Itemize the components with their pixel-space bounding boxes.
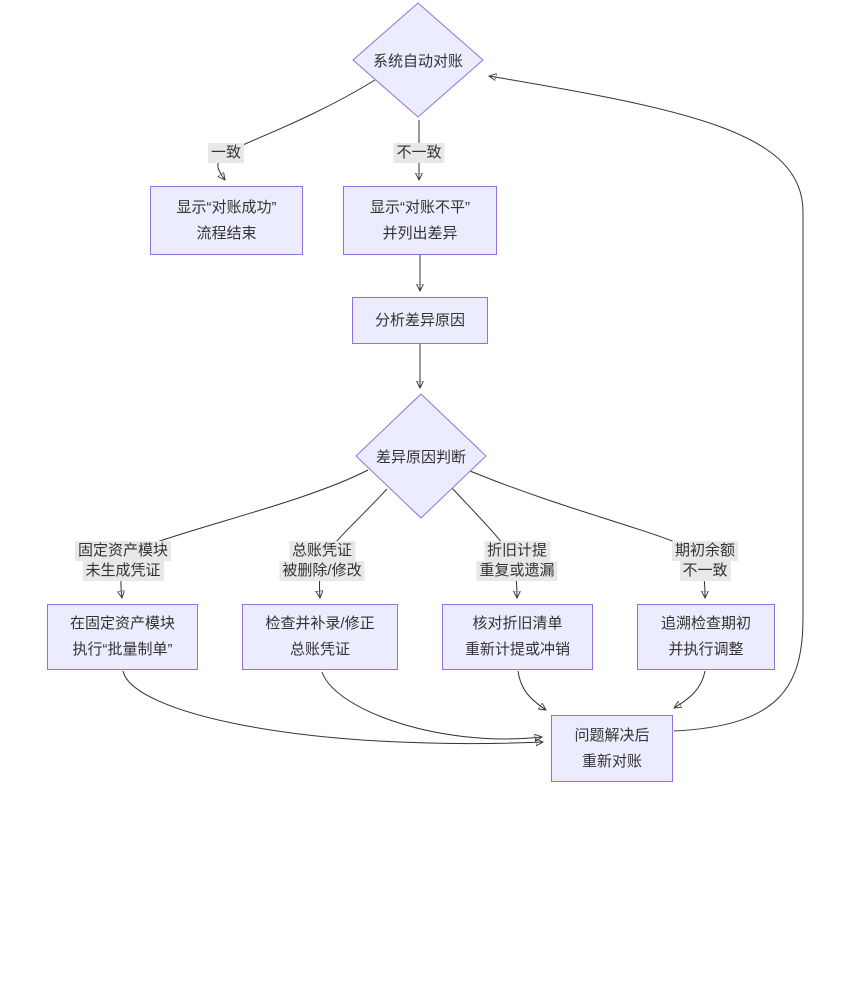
node-depreciation: 核对折旧清单 重新计提或冲销 (442, 604, 593, 670)
node-label-line2: 执行“批量制单” (72, 641, 173, 658)
node-label-line2: 重新计提或冲销 (464, 641, 570, 658)
node-label-line2: 并列出差异 (382, 224, 458, 242)
edge-fa-to-redo (122, 670, 543, 744)
edge-label-fa-reason: 固定资产模块 未生成凭证 (74, 541, 172, 581)
node-label-line1: 问题解决后 (574, 726, 650, 744)
edge-label-gl-reason: 总账凭证 被删除/修改 (279, 541, 365, 581)
diamond-shape-icon (352, 2, 484, 118)
node-label-line1: 显示“对账成功” (176, 198, 277, 216)
node-label-line1: 分析差异原因 (374, 311, 465, 329)
node-gl-voucher: 检查并补录/修正 总账凭证 (242, 604, 398, 670)
node-success: 显示“对账成功” 流程结束 (150, 186, 303, 255)
edge-label-dep-reason: 折旧计提 重复或遗漏 (476, 541, 558, 581)
node-redo: 问题解决后 重新对账 (551, 715, 673, 782)
edge-label-inconsistent: 不一致 (393, 143, 445, 163)
edge-redo-loop-to-auto (489, 76, 804, 732)
edge-label-init-reason: 期初余额 不一致 (671, 541, 739, 581)
node-label: 系统自动对账 (372, 52, 463, 70)
diamond-shape-icon (355, 393, 487, 519)
node-label-line2: 重新对账 (581, 752, 642, 770)
node-judge: 差异原因判断 (355, 393, 487, 519)
edge-dep-to-redo (517, 670, 546, 710)
node-initial-balance: 追溯检查期初 并执行调整 (637, 604, 775, 670)
node-unbalanced: 显示“对账不平” 并列出差异 (343, 186, 497, 255)
node-label-line2: 并执行调整 (668, 641, 744, 658)
node-fa-module: 在固定资产模块 执行“批量制单” (47, 604, 198, 670)
node-label-line1: 检查并补录/修正 (265, 615, 375, 632)
node-label-line1: 追溯检查期初 (660, 615, 751, 632)
edge-init-to-redo (674, 670, 706, 708)
node-label-line2: 总账凭证 (289, 641, 350, 658)
node-label-line1: 核对折旧清单 (472, 615, 563, 632)
node-label-line1: 显示“对账不平” (370, 198, 470, 216)
node-analyze: 分析差异原因 (352, 297, 488, 344)
edge-label-consistent: 一致 (207, 143, 245, 163)
node-auto-reconcile: 系统自动对账 (352, 2, 484, 118)
node-label: 差异原因判断 (375, 448, 466, 466)
node-label-line1: 在固定资产模块 (69, 615, 175, 632)
edge-gl-to-redo (321, 671, 542, 739)
node-label-line2: 流程结束 (196, 224, 257, 242)
